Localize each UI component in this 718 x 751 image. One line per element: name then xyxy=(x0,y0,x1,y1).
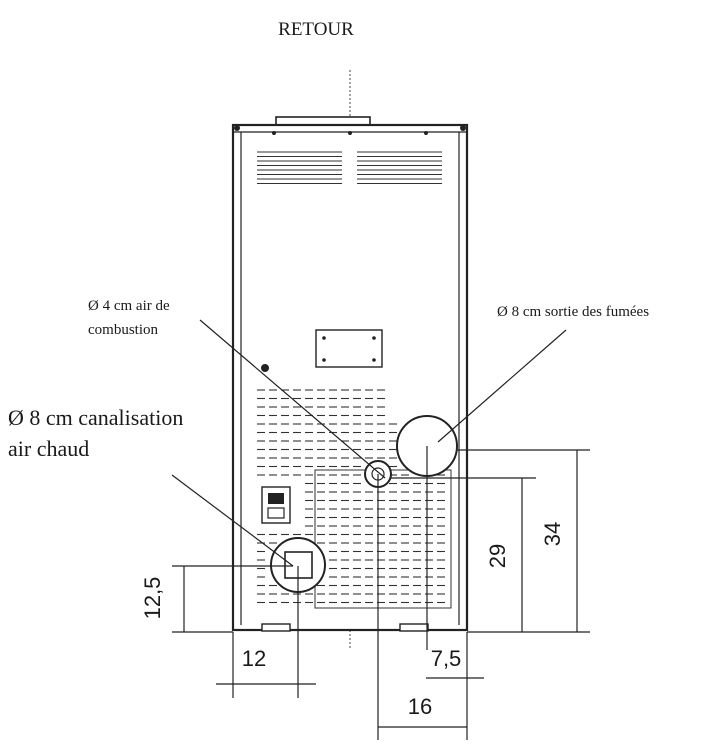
dim-hot-air-height xyxy=(172,565,293,633)
dim-combustion-air-height-text: 29 xyxy=(485,544,510,568)
dim-hot-air-side xyxy=(216,566,316,698)
dim-combustion-air-side-text: 7,5 xyxy=(431,646,462,671)
dim-combustion-air-height xyxy=(391,477,590,633)
label-flue-outlet: Ø 8 cm sortie des fumées xyxy=(497,304,649,320)
label-hot-air-line1: Ø 8 cm canalisation xyxy=(8,405,183,430)
title: RETOUR xyxy=(278,19,354,40)
stove-body xyxy=(231,123,469,632)
top-grille-right xyxy=(357,151,442,185)
leader-lines xyxy=(171,319,567,567)
dim-flue-height xyxy=(457,449,590,632)
label-hot-air-line2: air chaud xyxy=(8,436,89,461)
dim-hot-air-height-text: 12,5 xyxy=(140,577,165,620)
dim-flue-height-text: 34 xyxy=(540,522,565,546)
dim-flue-side xyxy=(378,446,467,728)
label-combustion-air-line2: combustion xyxy=(88,322,158,338)
dim-combustion-air-side xyxy=(377,474,484,740)
indicator-dot xyxy=(261,364,269,372)
top-grille-left xyxy=(257,151,342,185)
dim-hot-air-side-text: 12 xyxy=(242,646,266,671)
access-plate xyxy=(315,329,383,368)
dim-flue-side-text: 16 xyxy=(408,694,432,719)
label-combustion-air-line1: Ø 4 cm air de xyxy=(88,298,170,314)
feet xyxy=(261,623,429,632)
power-socket xyxy=(261,486,291,524)
